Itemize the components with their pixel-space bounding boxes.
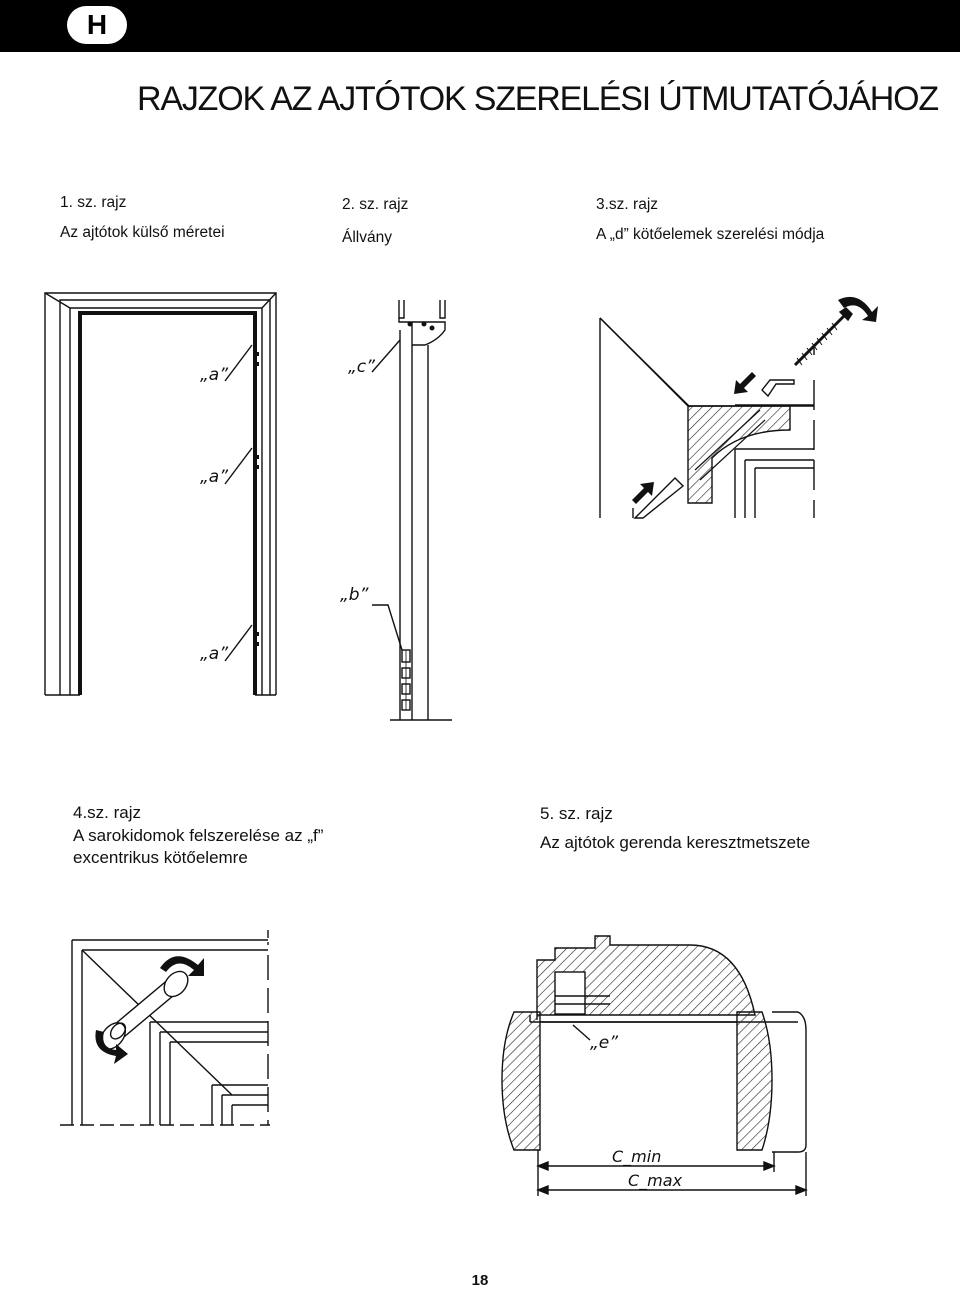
label-a-1: „a”	[200, 365, 228, 385]
figure-1-number: 1. sz. rajz	[60, 194, 127, 211]
label-c-max: C_max	[628, 1171, 683, 1191]
label-e: „e”	[590, 1033, 618, 1053]
label-c: „c”	[348, 357, 375, 377]
arrow-icon	[632, 482, 654, 504]
figure-1-caption: Az ajtótok külső méretei	[60, 224, 225, 241]
label-c-min: C_min	[612, 1147, 661, 1167]
figure-2-number: 2. sz. rajz	[342, 196, 409, 213]
rotate-arrow-icon	[95, 1030, 128, 1064]
page-number: 18	[471, 1272, 489, 1289]
figure-4-caption-line-2: excentrikus kötőelemre	[73, 848, 248, 867]
figure-3-number: 3.sz. rajz	[596, 196, 659, 213]
page-title: RAJZOK AZ AJTÓTOK SZERELÉSI ÚTMUTATÓJÁHO…	[137, 80, 939, 118]
label-a-3: „a”	[200, 644, 228, 664]
label-a-2: „a”	[200, 467, 228, 487]
label-b: „b”	[340, 585, 369, 605]
figure-5-caption: Az ajtótok gerenda keresztmetszete	[540, 833, 811, 852]
figure-3-connector-detail	[599, 307, 853, 519]
figure-5-cross-section	[501, 935, 808, 1196]
figure-4-number: 4.sz. rajz	[73, 803, 142, 822]
figure-3-caption: A „d” kötőelemek szerelési módja	[596, 226, 825, 243]
language-badge: H	[67, 6, 127, 44]
figure-2-caption: Állvány	[342, 229, 392, 246]
rotate-arrow-icon	[160, 956, 204, 976]
figure-4-corner-detail	[60, 930, 270, 1126]
rotate-arrow-icon	[838, 296, 878, 322]
figure-4-caption: A sarokidomok felszerelése az „f”	[73, 826, 324, 845]
figure-5-number: 5. sz. rajz	[540, 804, 613, 823]
figure-1-door-frame	[44, 292, 277, 696]
arrow-icon	[734, 372, 756, 394]
figure-2-stand	[371, 300, 452, 721]
header-bar	[0, 0, 960, 52]
